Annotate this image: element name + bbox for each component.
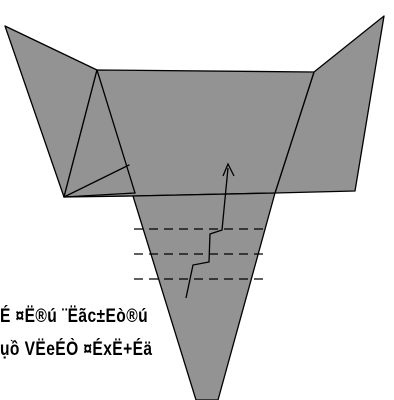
bottom-point <box>133 193 275 400</box>
caption-line-1: É ¤Ë®ú ¨Ëãc±Eò®ú <box>0 306 148 328</box>
caption-line-2: ụồ VËeÉÒ ¤ÉxË+Éä <box>0 339 152 361</box>
